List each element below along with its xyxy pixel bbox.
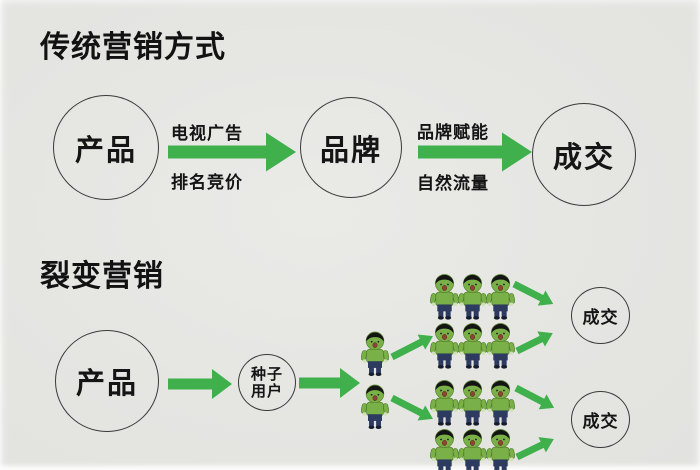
node-product-fission: 产品 [55, 330, 159, 432]
label-ranking-bidding: 排名竞价 [171, 173, 243, 192]
arrow-product-to-seed [168, 369, 232, 399]
arrow-topgroup-row2-to-deal [515, 331, 553, 355]
node-seed-users: 种子 用户 [238, 354, 296, 411]
arrow-topgroup-row1-to-deal [512, 280, 554, 306]
person-icon [361, 384, 389, 430]
arrow-bottomgroup-row1-to-deal [514, 384, 555, 410]
label-tv-ads: 电视广告 [171, 124, 243, 143]
node-product-traditional: 产品 [53, 95, 159, 200]
arrow-single-to-bottom-group [390, 394, 433, 421]
person-icon [486, 428, 515, 470]
label-brand-empower: 品牌赋能 [417, 123, 489, 142]
node-deal-traditional: 成交 [532, 103, 636, 206]
person-icon [486, 379, 515, 426]
person-icon [361, 331, 389, 377]
person-icon [430, 428, 459, 470]
person-icon [458, 379, 487, 426]
section-title-traditional: 传统营销方式 [40, 31, 226, 64]
arrow-seed-to-users [299, 368, 360, 398]
person-icon [458, 428, 487, 470]
arrow-bottomgroup-row2-to-deal [515, 437, 554, 461]
person-icon [430, 273, 459, 320]
person-icon [486, 322, 515, 369]
node-deal-bottom: 成交 [571, 391, 630, 448]
label-organic-traffic: 自然流量 [417, 174, 489, 193]
node-deal-top: 成交 [571, 287, 630, 344]
person-icon [486, 273, 515, 320]
section-title-fission: 裂变营销 [40, 260, 164, 293]
person-icon [458, 273, 487, 320]
person-icon [458, 322, 487, 369]
arrow-single-to-top-group [390, 334, 433, 361]
person-icon [430, 322, 459, 369]
person-icon [430, 379, 459, 426]
node-brand: 品牌 [300, 97, 402, 198]
